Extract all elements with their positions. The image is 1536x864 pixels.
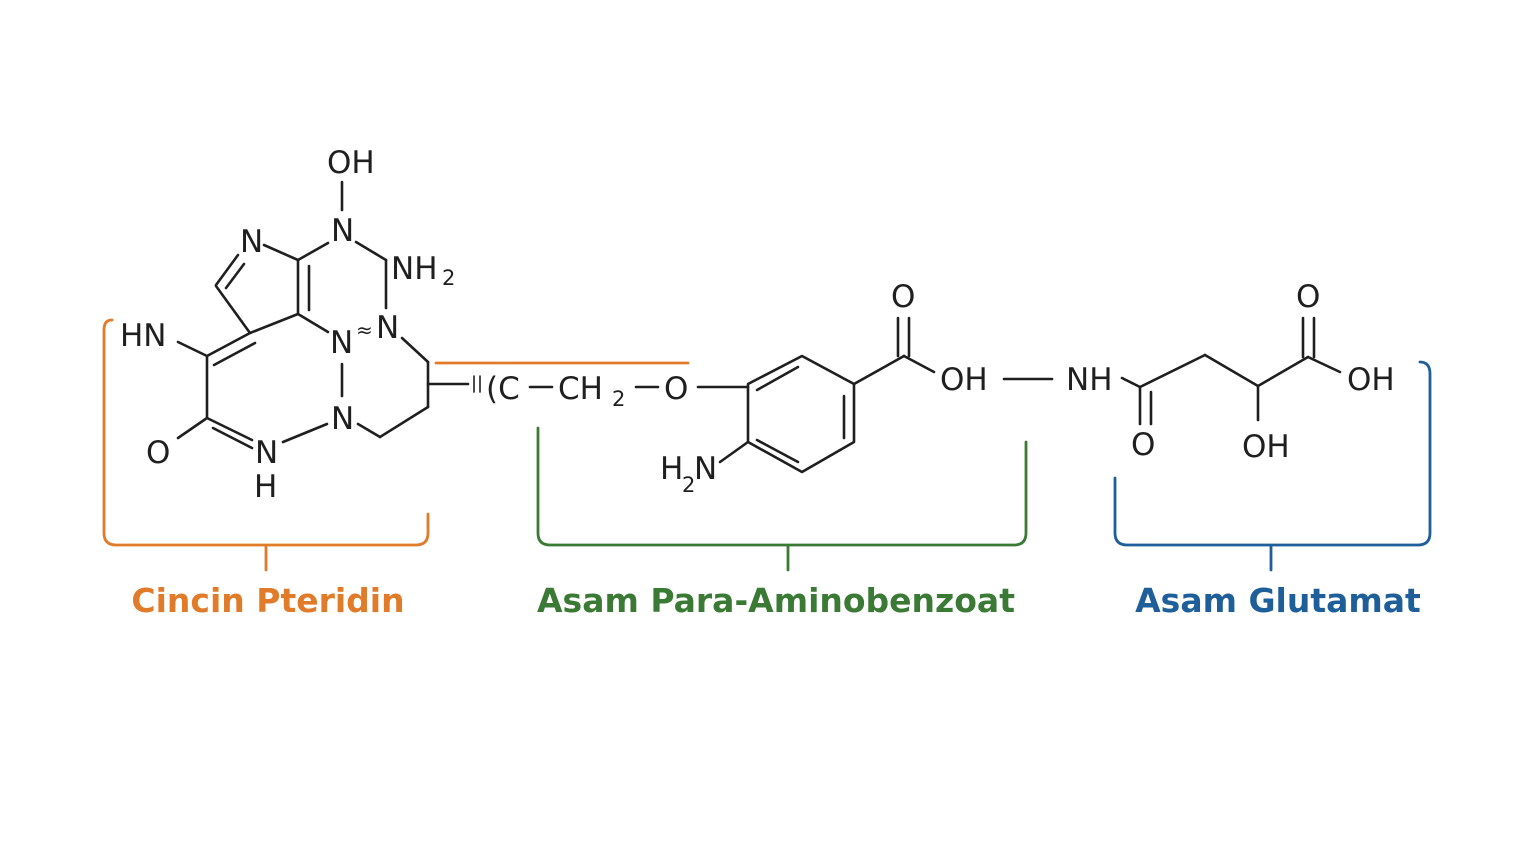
atom-ch2-label: CH	[558, 371, 603, 407]
pteridine-bracket	[102, 318, 430, 572]
atom-oh-top: OH	[327, 145, 375, 181]
atom-linker-c: (C	[486, 371, 520, 407]
atom-nh2-label: NH	[391, 251, 438, 287]
double-bond-mark: ≈	[356, 318, 373, 342]
atom-ch2-subscript: 2	[612, 387, 625, 411]
paba-bracket	[536, 426, 1028, 572]
atom-nh2-subscript: 2	[442, 266, 455, 290]
atom-o-carbonyl-2: O	[1131, 427, 1155, 463]
atom-oh-acid-1: OH	[940, 362, 988, 398]
glutamate-bonds	[1120, 316, 1342, 426]
atom-h2n-n: N	[694, 451, 717, 487]
glutamate-bracket	[1113, 360, 1432, 572]
atom-n-top: N	[331, 213, 354, 249]
label-pteridine: Cincin Pteridin	[131, 581, 404, 620]
atom-n-amide: N	[255, 435, 278, 471]
atom-h2n-h: H	[660, 451, 683, 487]
atom-oh-acid-2: OH	[1347, 362, 1395, 398]
section-labels: Cincin Pteridin Asam Para-Aminobenzoat A…	[131, 581, 1421, 620]
atom-h2n-subscript: 2	[682, 473, 695, 497]
atom-oh-side: OH	[1242, 429, 1290, 465]
atom-nh-amide-2: NH	[1066, 362, 1113, 398]
atom-n-bottom: N	[331, 401, 354, 437]
atom-n-imidazole: N	[240, 224, 263, 260]
paba-bonds	[473, 316, 1054, 474]
section-brackets	[102, 318, 1432, 572]
atom-o-carbonyl-3: O	[1296, 279, 1320, 315]
atom-hn-left: HN	[120, 318, 167, 354]
label-paba: Asam Para-Aminobenzoat	[537, 581, 1015, 620]
atom-labels: OH N N NH 2 HN N ≈ N N O N H (C CH 2 O H…	[120, 145, 1395, 505]
atom-h-amide: H	[254, 469, 277, 505]
atom-n-mid-right: N	[376, 310, 399, 346]
label-glutamate: Asam Glutamat	[1135, 581, 1421, 620]
atom-o-carbonyl-1: O	[891, 279, 915, 315]
pteridine-bonds	[176, 180, 470, 450]
atom-n-mid-left: N	[330, 325, 353, 361]
atom-o-left: O	[146, 435, 170, 471]
atom-o-linker: O	[664, 371, 688, 407]
